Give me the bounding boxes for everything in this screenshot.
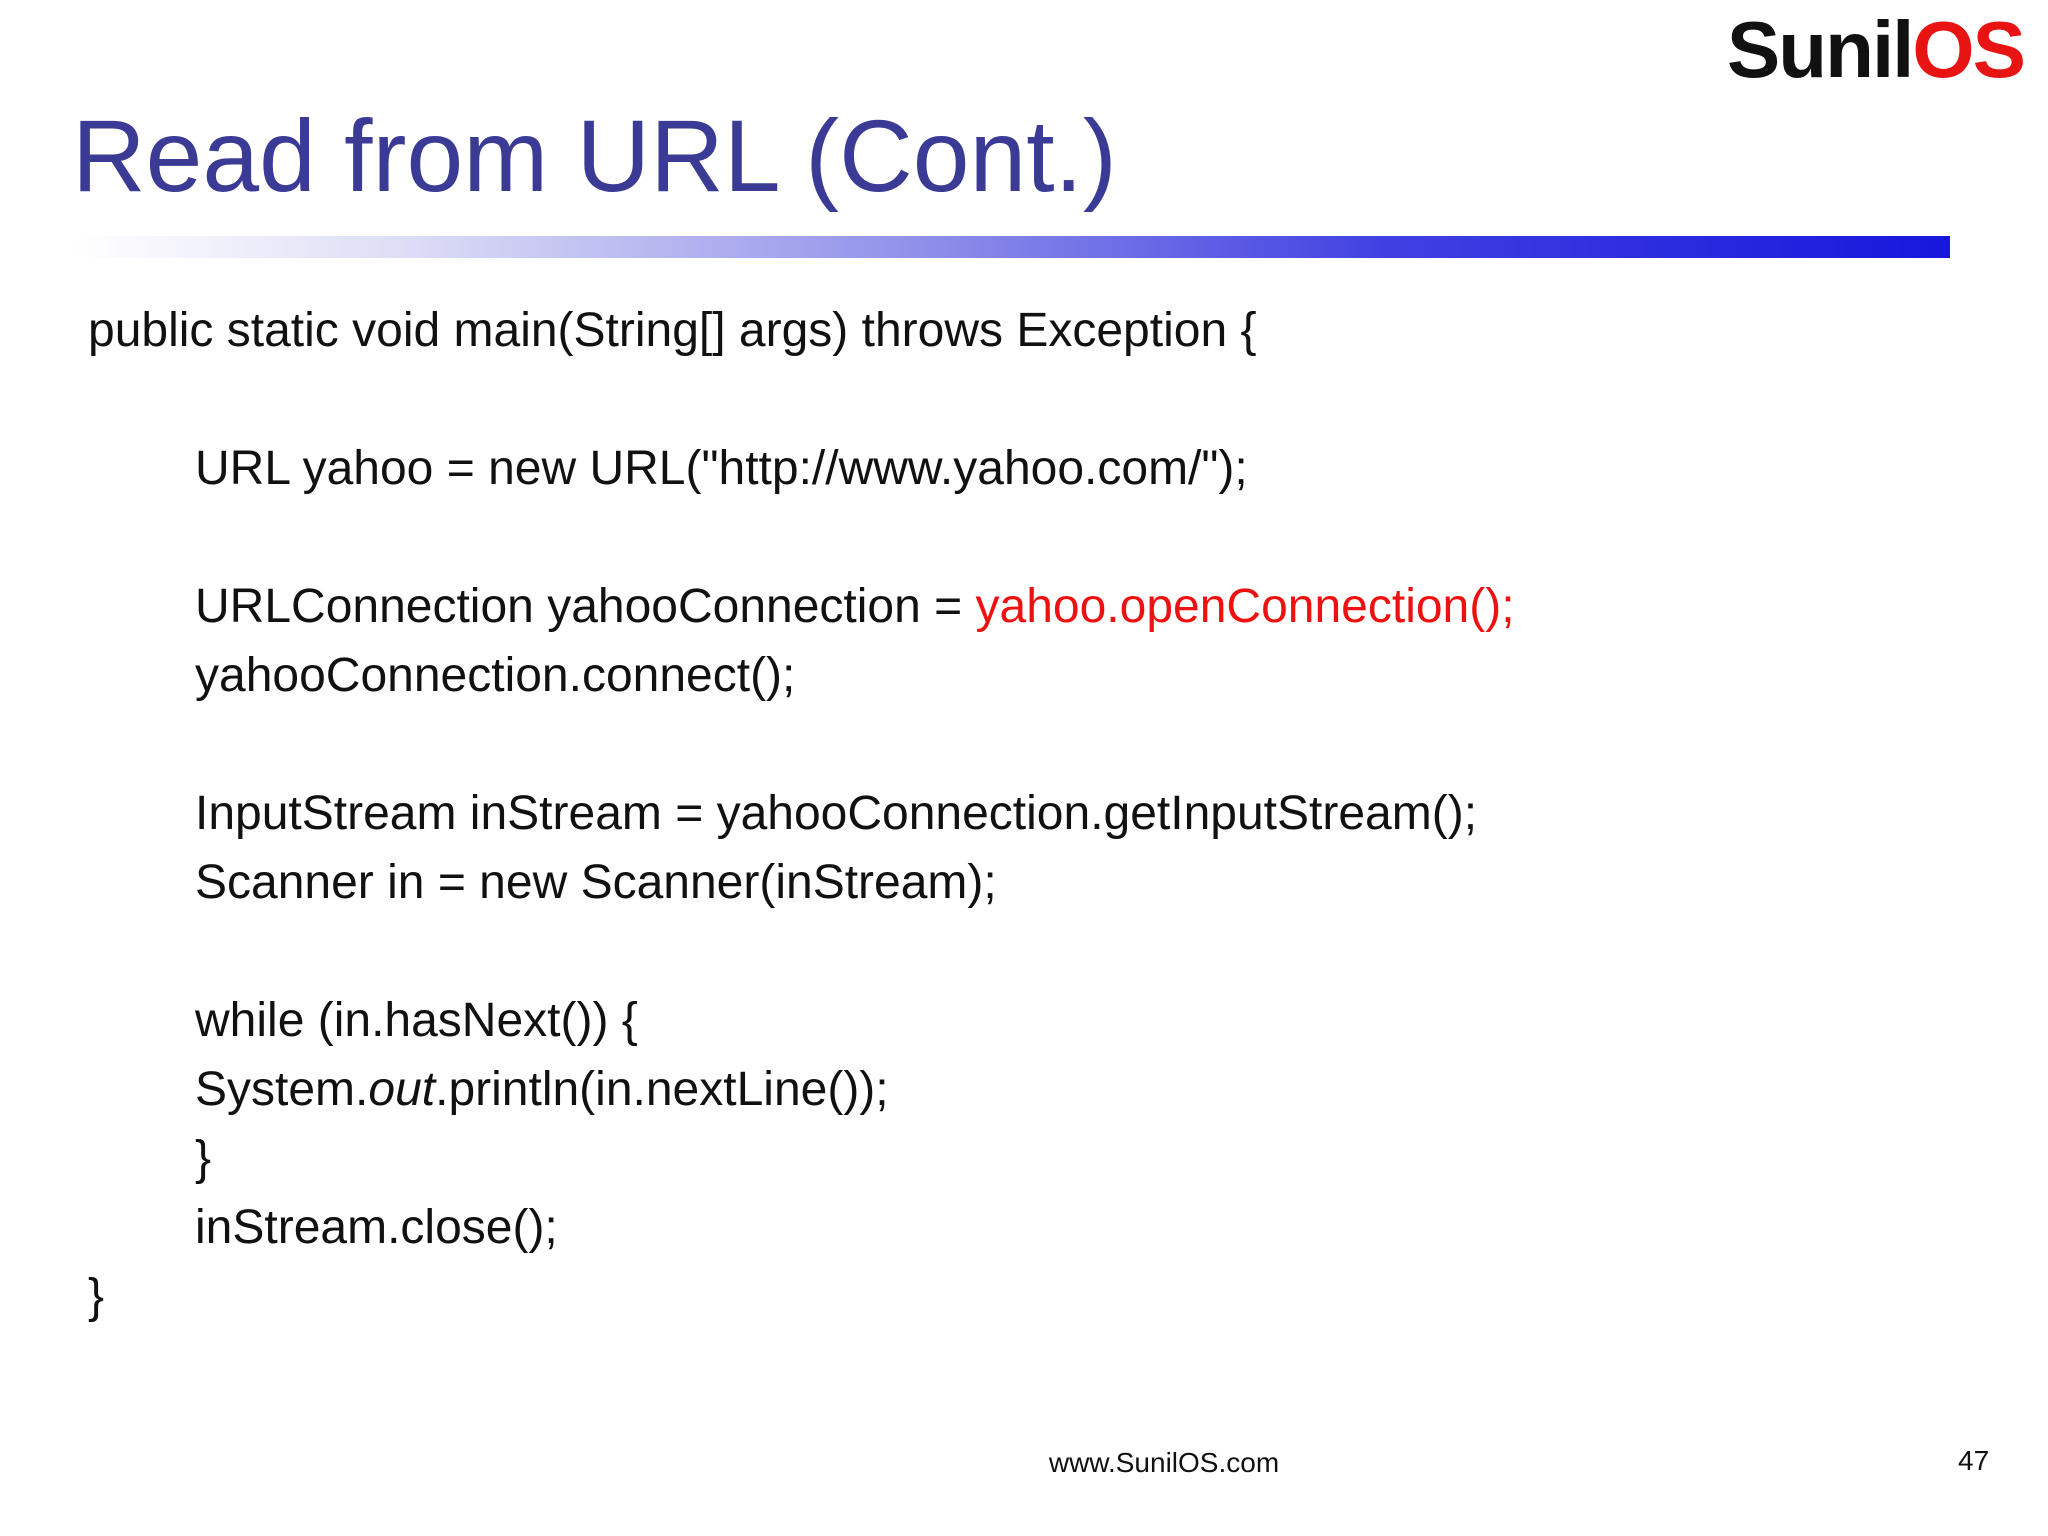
title-underline (74, 236, 1950, 258)
code-text: inStream.close(); (195, 1201, 558, 1254)
code-line: yahooConnection.connect(); (88, 641, 1515, 710)
code-line: System.out.println(in.nextLine()); (88, 1055, 1515, 1124)
code-line (88, 503, 1515, 572)
footer-text: www.SunilOS.com (1048, 1447, 1280, 1478)
code-line: URLConnection yahooConnection = yahoo.op… (88, 572, 1515, 641)
code-text: out (368, 1063, 436, 1116)
code-highlight-red: yahoo.openConnection(); (975, 580, 1515, 633)
code-text: yahooConnection.connect(); (195, 649, 796, 702)
code-line (88, 710, 1515, 779)
code-line (88, 365, 1515, 434)
code-text: } (195, 1132, 212, 1185)
code-text: URLConnection yahooConnection = (195, 580, 976, 633)
code-block: public static void main(String[] args) t… (88, 296, 1515, 1331)
code-line: InputStream inStream = yahooConnection.g… (88, 779, 1515, 848)
code-line: URL yahoo = new URL("http://www.yahoo.co… (88, 434, 1515, 503)
code-line: inStream.close(); (88, 1193, 1515, 1262)
code-text: URL yahoo = new URL("http://www.yahoo.co… (195, 442, 1248, 495)
code-text: System. (195, 1063, 369, 1116)
code-line (88, 917, 1515, 986)
logo-sunil-text: Sunil (1726, 5, 1915, 94)
code-text: .println(in.nextLine()); (435, 1063, 889, 1116)
page-title: Read from URL (Cont.) (72, 99, 1117, 213)
logo-os-text: OS (1912, 5, 2026, 94)
code-text: Scanner in = new Scanner(inStream); (195, 856, 997, 909)
code-text: public static void main(String[] args) t… (88, 304, 1257, 357)
page-number: 47 (1958, 1445, 1990, 1476)
code-text: InputStream inStream = yahooConnection.g… (195, 787, 1478, 840)
code-text: } (88, 1270, 105, 1323)
code-line: } (88, 1124, 1515, 1193)
code-text: while (in.hasNext()) { (195, 994, 638, 1047)
code-line: while (in.hasNext()) { (88, 986, 1515, 1055)
code-line: public static void main(String[] args) t… (88, 296, 1515, 365)
sunilos-logo: SunilOS (1727, 10, 2026, 90)
code-line: } (88, 1262, 1515, 1331)
code-line: Scanner in = new Scanner(inStream); (88, 848, 1515, 917)
